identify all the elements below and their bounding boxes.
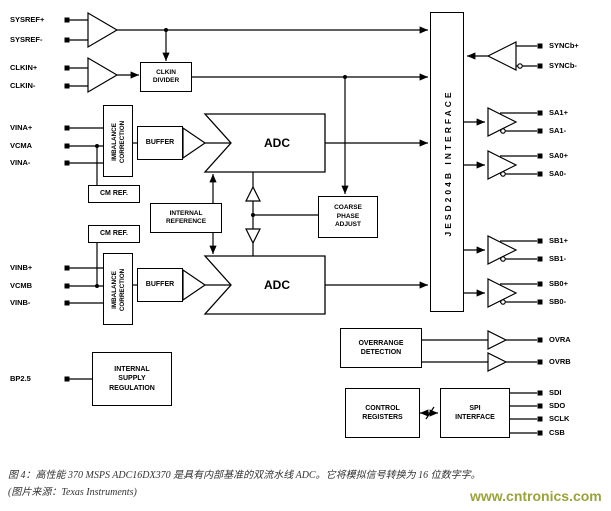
internal-supply-regulation-block: INTERNAL SUPPLY REGULATION <box>92 352 172 406</box>
figure-caption-line1: 图 4：高性能 370 MSPS ADC16DX370 是具有内部基准的双流水线… <box>8 470 481 481</box>
pin-syncb-plus: SYNCb+ <box>549 41 579 50</box>
pin-sa0-plus: SA0+ <box>549 151 568 160</box>
watermark-cntronics: www.cntronics.com <box>470 488 602 504</box>
spi-interface-block: SPI INTERFACE <box>440 388 510 438</box>
adc-a-block <box>203 113 326 173</box>
coarse-phase-adjust-block: COARSE PHASE ADJUST <box>318 196 378 238</box>
syncb-receiver-icon <box>486 41 517 71</box>
pin-sclk: SCLK <box>549 414 570 423</box>
ovrb-driver-icon <box>487 352 508 372</box>
pin-syncb-minus: SYNCb- <box>549 61 577 70</box>
pin-vinb-plus: VINB+ <box>10 263 33 272</box>
adc-a-label: ADC <box>264 136 290 150</box>
pin-dots <box>64 17 543 436</box>
imbalance-correction-a-label: IMBALANCE CORRECTION <box>110 120 126 164</box>
pin-sb0-minus: SB0- <box>549 297 567 306</box>
pin-sysref-minus: SYSREF- <box>10 35 43 44</box>
imbalance-correction-b-label: IMBALANCE CORRECTION <box>110 268 126 312</box>
pin-vina-plus: VINA+ <box>10 123 33 132</box>
pin-vcmb: VCMB <box>10 281 33 290</box>
clock-buffer-down-icon <box>245 228 261 245</box>
buffer-b-block: BUFFER <box>137 268 183 302</box>
pin-sdo: SDO <box>549 401 566 410</box>
pin-vinb-minus: VINB- <box>10 298 31 307</box>
buffer-a-block: BUFFER <box>137 126 183 160</box>
clkin-divider-block: CLKIN DIVIDER <box>140 62 192 92</box>
buffer-a-amp-icon <box>182 126 207 160</box>
pin-sysref-plus: SYSREF+ <box>10 15 45 24</box>
ovra-driver-icon <box>487 330 508 350</box>
pin-vcma: VCMA <box>10 141 33 150</box>
adc-blocks <box>203 113 326 315</box>
pin-clkin-plus: CLKIN+ <box>10 63 38 72</box>
pin-sa1-plus: SA1+ <box>549 108 568 117</box>
imbalance-correction-b-block: IMBALANCE CORRECTION <box>103 253 133 325</box>
signal-wires <box>69 19 537 434</box>
jesd204b-interface-label: JESD204B INTERFACE <box>443 89 453 237</box>
pin-vina-minus: VINA- <box>10 158 31 167</box>
jesd204b-interface-block: JESD204B INTERFACE <box>430 12 464 312</box>
inversion-bubbles <box>500 63 523 305</box>
pin-sa1-minus: SA1- <box>549 126 567 135</box>
pin-sb0-plus: SB0+ <box>549 279 568 288</box>
control-registers-block: CONTROL REGISTERS <box>345 388 420 438</box>
internal-reference-block: INTERNAL REFERENCE <box>150 203 222 233</box>
clkin-input-buffer-icon <box>87 56 119 94</box>
pin-sa0-minus: SA0- <box>549 169 567 178</box>
pin-ovrb: OVRB <box>549 357 571 366</box>
pin-ovra: OVRA <box>549 335 571 344</box>
buffer-b-amp-icon <box>182 268 207 302</box>
cm-ref-a-block: CM REF. <box>88 185 140 203</box>
cm-ref-b-block: CM REF. <box>88 225 140 243</box>
junction-dots <box>95 28 347 288</box>
pin-sb1-minus: SB1- <box>549 254 567 263</box>
pin-csb: CSB <box>549 428 565 437</box>
pin-sdi: SDI <box>549 388 562 397</box>
adc-b-block <box>203 255 326 315</box>
imbalance-correction-a-block: IMBALANCE CORRECTION <box>103 105 133 177</box>
figure-caption-line2: (图片来源：Texas Instruments) <box>8 487 137 498</box>
sysref-input-buffer-icon <box>87 11 119 49</box>
adc-b-label: ADC <box>264 278 290 292</box>
clock-buffer-up-icon <box>245 185 261 202</box>
pin-clkin-minus: CLKIN- <box>10 81 36 90</box>
pin-bp25: BP2.5 <box>10 374 31 383</box>
overrange-detection-block: OVERRANGE DETECTION <box>340 328 422 368</box>
pin-sb1-plus: SB1+ <box>549 236 568 245</box>
